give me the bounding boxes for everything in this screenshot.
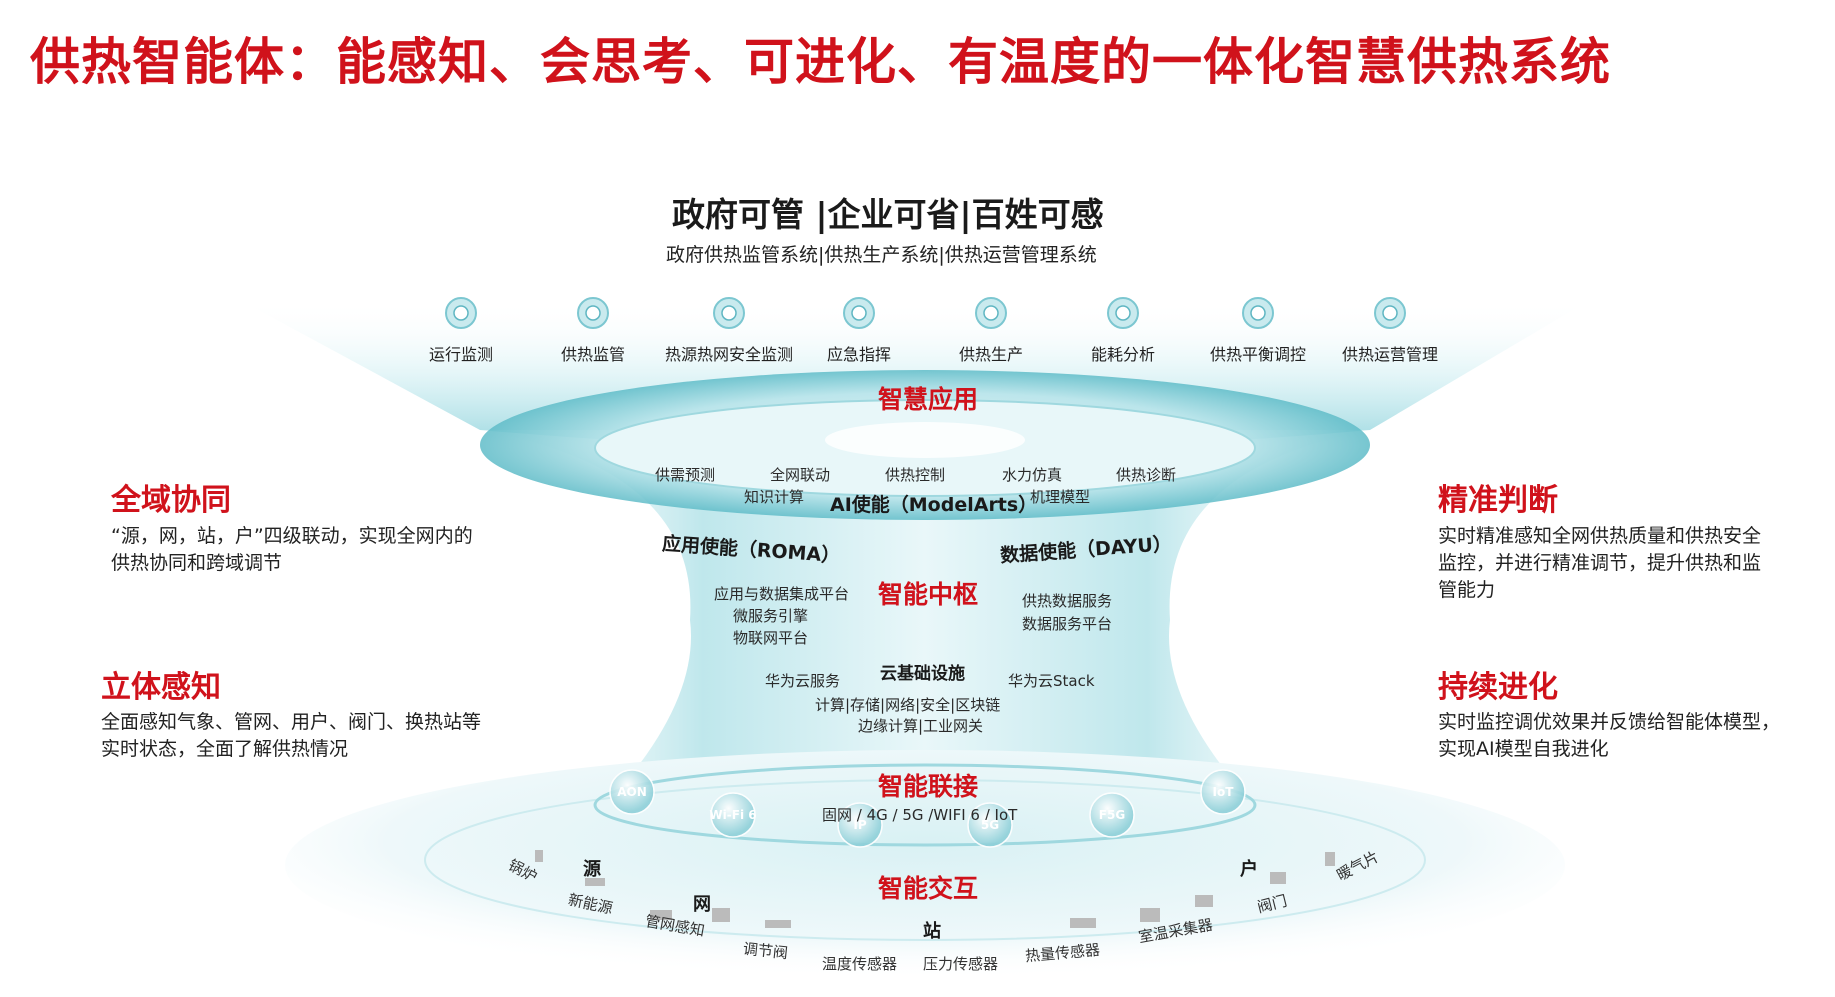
ai-item: 供热诊断 — [1116, 466, 1177, 484]
ground-zhan: 站 — [923, 921, 941, 942]
ground-wang: 网 — [693, 894, 711, 915]
app-label-production[interactable]: 供热生产 — [958, 345, 1024, 364]
bubble-ip: IP — [853, 818, 867, 832]
pipeline-icon[interactable] — [713, 297, 745, 329]
right-section-desc: 实时监控调优效果并反馈给智能体模型，实现AI模型自我进化 — [1438, 711, 1781, 760]
page-title: 供热智能体：能感知、会思考、可进化、有温度的一体化智慧供热系统 — [30, 33, 1611, 91]
cloud-right: 华为云Stack — [1008, 672, 1095, 690]
top-headline: 政府可管 |企业可省|百姓可感 — [672, 195, 1104, 234]
connect-line: 固网 / 4G / 5G /WIFI 6 / IoT — [822, 806, 1018, 824]
app-enable-item: 物联网平台 — [733, 629, 809, 647]
right-section-title: 精准判断 — [1438, 483, 1558, 518]
layer-smart-app: 智慧应用 — [877, 385, 979, 414]
bubble-aon: AON — [617, 785, 647, 799]
top-subline: 政府供热监管系统|供热生产系统|供热运营管理系统 — [666, 244, 1097, 266]
left-section-desc: “源，网，站，户”四级联动，实现全网内的供热协同和跨域调节 — [111, 525, 473, 574]
right-section-title: 持续进化 — [1438, 670, 1558, 705]
bubble-circle — [1089, 792, 1135, 838]
layer-interact: 智能交互 — [877, 874, 979, 903]
bubble-circle — [1200, 769, 1246, 815]
layer-connect: 智能联接 — [877, 772, 979, 801]
ai-item: 供需预测 — [655, 466, 716, 484]
device-label: 温度传感器 — [822, 955, 898, 973]
app-enable-item: 微服务引擎 — [733, 607, 809, 625]
right-section-desc: 实时精准感知全网供热质量和供热安全监控，并进行精准调节，提升供热和监管能力 — [1438, 525, 1762, 601]
cloud-line2: 边缘计算|工业网关 — [858, 717, 984, 735]
operation-icon[interactable] — [1374, 297, 1406, 329]
app-label-operation[interactable]: 供热运营管理 — [1341, 345, 1439, 364]
data-enable-item: 数据服务平台 — [1022, 615, 1113, 633]
ground-yuan: 源 — [583, 859, 601, 880]
emergency-icon[interactable] — [843, 297, 875, 329]
ground-disc — [285, 750, 1565, 980]
cloud-line1: 计算|存储|网络|安全|区块链 — [815, 696, 1001, 714]
ai-item: 知识计算 — [744, 488, 805, 506]
supervision-icon[interactable] — [577, 297, 609, 329]
connect-ring — [593, 763, 1257, 847]
left-section-title: 全域协同 — [111, 483, 231, 518]
balance-icon[interactable] — [1242, 297, 1274, 329]
ai-enable-label: AI使能（ModelArts） — [830, 494, 1038, 516]
energy-icon[interactable] — [1107, 297, 1139, 329]
bubble-circle — [837, 802, 883, 848]
bubble-circle — [609, 769, 655, 815]
production-icon[interactable] — [975, 297, 1007, 329]
data-enable-item: 供热数据服务 — [1022, 592, 1113, 610]
ai-item: 机理模型 — [1030, 488, 1091, 506]
ground-hu: 户 — [1240, 859, 1258, 880]
bubble-circle — [710, 792, 756, 838]
app-label-monitor[interactable]: 运行监测 — [428, 345, 494, 364]
app-label-supervision[interactable]: 供热监管 — [560, 345, 626, 364]
monitor-icon[interactable] — [445, 297, 477, 329]
cloud-title: 云基础设施 — [880, 664, 965, 684]
bubble-wifi6: Wi-Fi 6 — [709, 808, 757, 822]
app-enable-item: 应用与数据集成平台 — [714, 585, 850, 603]
left-section-desc: 全面感知气象、管网、用户、阀门、换热站等实时状态，全面了解供热情况 — [101, 711, 482, 760]
bubble-circle — [967, 802, 1013, 848]
app-label-emergency[interactable]: 应急指挥 — [826, 345, 892, 364]
ai-item: 供热控制 — [885, 466, 946, 484]
ai-item: 全网联动 — [770, 466, 831, 484]
bubble-f5g: F5G — [1098, 808, 1126, 822]
app-label-balance[interactable]: 供热平衡调控 — [1209, 345, 1307, 364]
cloud-left: 华为云服务 — [765, 672, 841, 690]
app-label-energy[interactable]: 能耗分析 — [1090, 345, 1156, 364]
bubble-iot: IoT — [1212, 785, 1234, 799]
app-label-pipeline[interactable]: 热源热网安全监测 — [664, 345, 794, 364]
ai-item: 水力仿真 — [1002, 466, 1063, 484]
funnel-body — [480, 430, 1370, 800]
device-label: 压力传感器 — [923, 955, 999, 973]
layer-ai-hub: 智能中枢 — [877, 580, 979, 609]
bubble-5g: 5G — [980, 818, 1000, 832]
left-section-title: 立体感知 — [101, 670, 221, 705]
